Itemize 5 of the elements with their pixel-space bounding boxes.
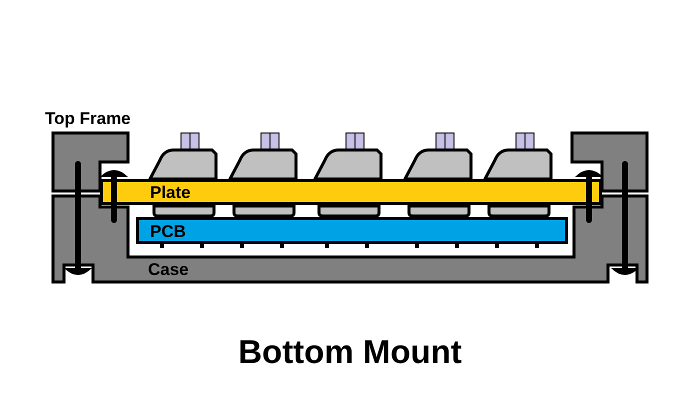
part-label: Plate	[150, 184, 191, 201]
part-label: Top Frame	[45, 110, 131, 127]
part-label: PCB	[150, 223, 186, 240]
diagram-title: Bottom Mount	[237, 335, 463, 368]
part-label: Case	[148, 261, 189, 278]
